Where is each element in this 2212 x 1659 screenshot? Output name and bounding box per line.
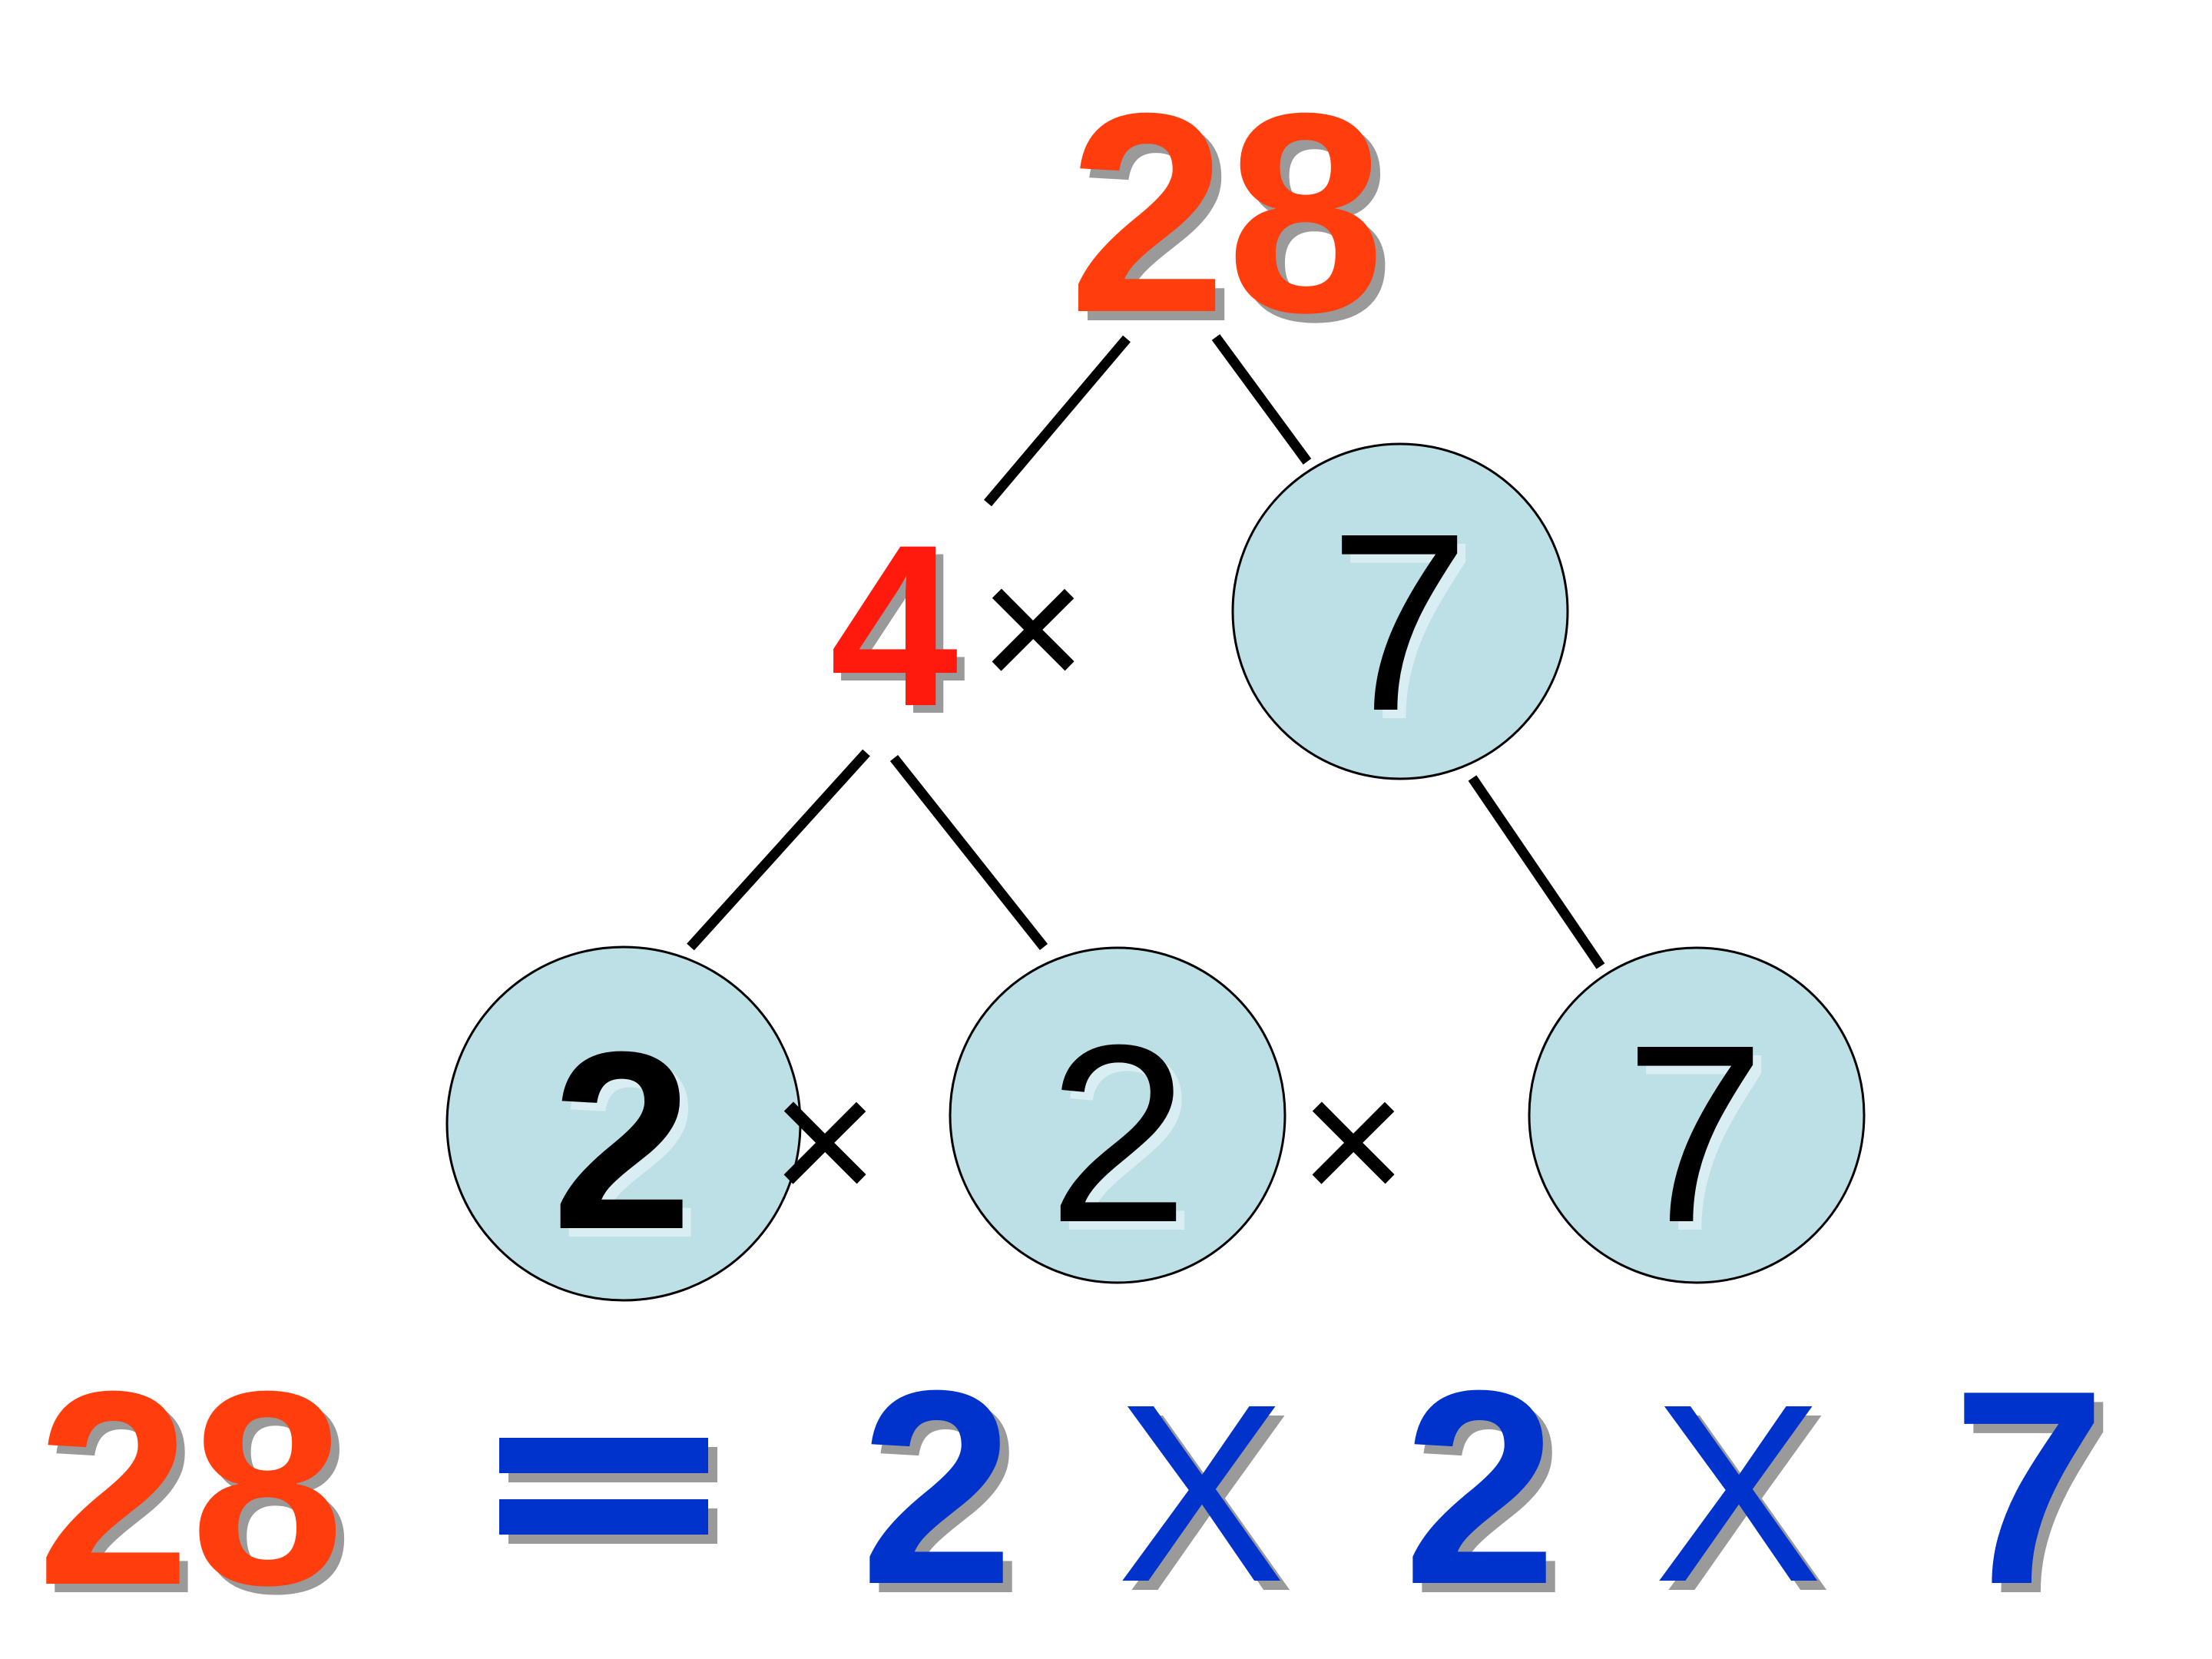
root-number: 28 28 (1068, 55, 1394, 381)
equation-operator-1-shadow: X (1126, 1360, 1295, 1644)
equation-factor-2-shadow: 2 (1412, 1343, 1566, 1651)
circle-leaf-2-middle (949, 946, 1286, 1284)
leaf-2-middle-shadow: 2 (1056, 1000, 1197, 1283)
leaf-2-left-text: 2 (551, 998, 693, 1282)
equation-factor-1-shadow: 2 (869, 1343, 1023, 1651)
leaf-7-shadow: 7 (1633, 1000, 1774, 1283)
circle-leaf-2-left (445, 945, 802, 1302)
branch-root-to-7 (1211, 334, 1312, 465)
branch-4-to-right-2 (889, 754, 1048, 951)
root-number-shadow: 28 (1078, 64, 1394, 381)
equals-sign: = (499, 1438, 717, 1544)
four-shadow: 4 (838, 504, 968, 762)
tree-branches (687, 334, 1605, 969)
equation-operator-1: X X (1117, 1351, 1295, 1644)
branch-7-to-leaf-7 (1468, 775, 1605, 969)
level1-seven-shadow: 7 (1337, 488, 1479, 772)
equation-factor-3-text: 7 (1952, 1333, 2106, 1642)
equation-factor-1: 2 2 (860, 1333, 1023, 1651)
leaf-2-left: 2 2 (551, 998, 701, 1290)
equation-operator-1-text: X (1117, 1351, 1286, 1634)
equation-factor-2: 2 2 (1403, 1333, 1566, 1651)
equation-factor-3: 7 7 (1952, 1333, 2115, 1651)
equation-lhs-shadow: 28 (45, 1343, 353, 1651)
four-text: 4 (830, 496, 960, 754)
composite-factor-4: 4 4 (830, 496, 968, 762)
times-sign-level1: × (979, 525, 1087, 730)
leaf-7-text: 7 (1624, 992, 1766, 1275)
circle-level1-7 (1231, 442, 1569, 780)
level1-seven: 7 7 (1329, 480, 1479, 772)
equation-factor-3-shadow: 7 (1962, 1343, 2115, 1651)
equation-operator-2-shadow: X (1663, 1360, 1832, 1644)
branch-4-to-left-2 (687, 749, 870, 951)
equation-factor-2-text: 2 (1403, 1333, 1557, 1642)
equals-bar-bottom (499, 1499, 708, 1535)
equation-lhs-text: 28 (37, 1334, 344, 1643)
level1-seven-text: 7 (1329, 480, 1470, 763)
factor-circles (445, 442, 1866, 1302)
equation-lhs: 28 28 (37, 1334, 353, 1651)
root-number-text: 28 (1068, 55, 1385, 372)
leaf-2-middle-text: 2 (1048, 992, 1189, 1275)
branch-root-to-4 (984, 335, 1131, 507)
circle-leaf-7 (1528, 946, 1866, 1284)
equation-row: 28 28 = 2 2 X X 2 2 X X 7 7 (37, 1333, 2115, 1651)
equation-operator-2: X X (1654, 1351, 1832, 1644)
times-sign-leaf-2: × (1300, 1038, 1407, 1243)
equals-bar-top (499, 1438, 708, 1473)
leaf-2-left-shadow: 2 (560, 1007, 701, 1290)
equation-factor-1-text: 2 (860, 1333, 1014, 1642)
equation-operator-2-text: X (1654, 1351, 1823, 1634)
times-sign-leaf-1: × (771, 1038, 879, 1243)
leaf-7: 7 7 (1624, 992, 1774, 1283)
leaf-2-middle: 2 2 (1048, 992, 1197, 1283)
